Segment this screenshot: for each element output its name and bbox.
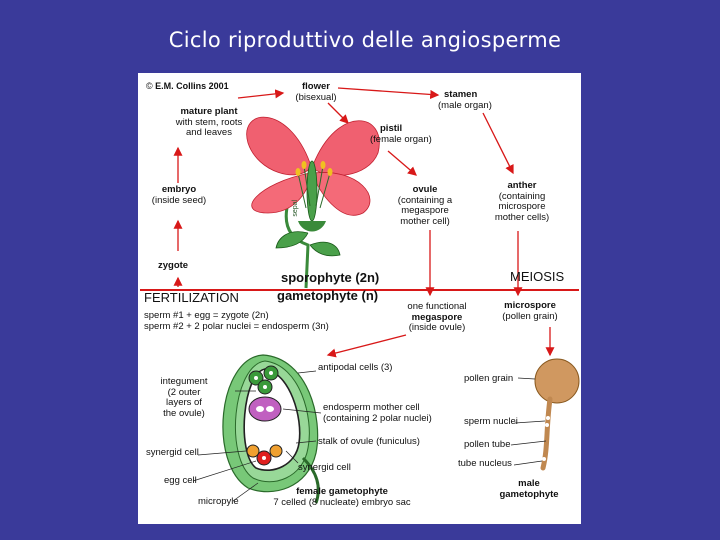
sperm-egg-formula: sperm #1 + egg = zygote (2n): [144, 310, 269, 321]
gametophyte-label: gametophyte (n): [277, 288, 379, 303]
sepal-label: sepal: [292, 199, 300, 217]
arrow-stamen-to-anther: [482, 112, 514, 175]
pollen-grain-label: pollen grain: [464, 373, 514, 384]
slide-title: Ciclo riproduttivo delle angiosperme: [168, 28, 562, 52]
life-cycle-diagram: © E.M. Collins 2001 flower(bisexual) sta…: [138, 73, 581, 524]
microspore-label: microspore(pollen grain): [502, 300, 558, 322]
arrow-plant-to-flower: [237, 89, 285, 99]
arrow-pistil-to-ovule: [387, 150, 417, 176]
embryo-sac-illustration: [192, 354, 322, 504]
egg-cell-label: egg cell: [164, 475, 197, 486]
stamen-label: stamen(male organ): [438, 89, 492, 111]
synergid-cell-left-label: synergid cell: [146, 447, 199, 458]
flower-illustration: [246, 116, 380, 289]
pollen-grain-illustration: [510, 358, 580, 471]
arrow-flower-to-pistil: [327, 102, 349, 124]
endosperm-mother-cell-label: endosperm mother cell(containing 2 polar…: [323, 402, 432, 424]
flower-label: flower(bisexual): [295, 81, 337, 103]
fertilization-label: FERTILIZATION: [144, 290, 239, 305]
meiosis-label: MEIOSIS: [510, 269, 565, 284]
zygote-label: zygote: [158, 260, 189, 271]
sperm-polar-formula: sperm #2 + 2 polar nuclei = endosperm (3…: [144, 321, 329, 332]
micropyle-label: micropyle: [198, 496, 239, 507]
embryo-label: embryo(inside seed): [151, 184, 207, 206]
endosperm-mother-cell: [248, 396, 282, 422]
copyright-label: © E.M. Collins 2001: [146, 81, 229, 91]
pistil-label: pistil(female organ): [370, 123, 432, 145]
antipodal-cells-label: antipodal cells (3): [318, 362, 393, 373]
diagram-artwork: [140, 87, 580, 504]
synergid-cell: [269, 444, 283, 458]
synergid-cell: [246, 444, 260, 458]
synergid-cell-right-label: synergid cell: [298, 462, 351, 473]
pollen-tube-label: pollen tube: [464, 439, 511, 450]
arrow-flower-to-stamen: [337, 87, 440, 99]
arrow-megaspore-to-embryosac: [326, 334, 407, 358]
sporophyte-label: sporophyte (2n): [281, 270, 380, 285]
cycle-arrows: [173, 87, 555, 358]
sperm-nuclei-label: sperm nuclei: [464, 416, 518, 427]
tube-nucleus-label: tube nucleus: [458, 458, 512, 469]
funiculus-label: stalk of ovule (funiculus): [318, 436, 420, 447]
